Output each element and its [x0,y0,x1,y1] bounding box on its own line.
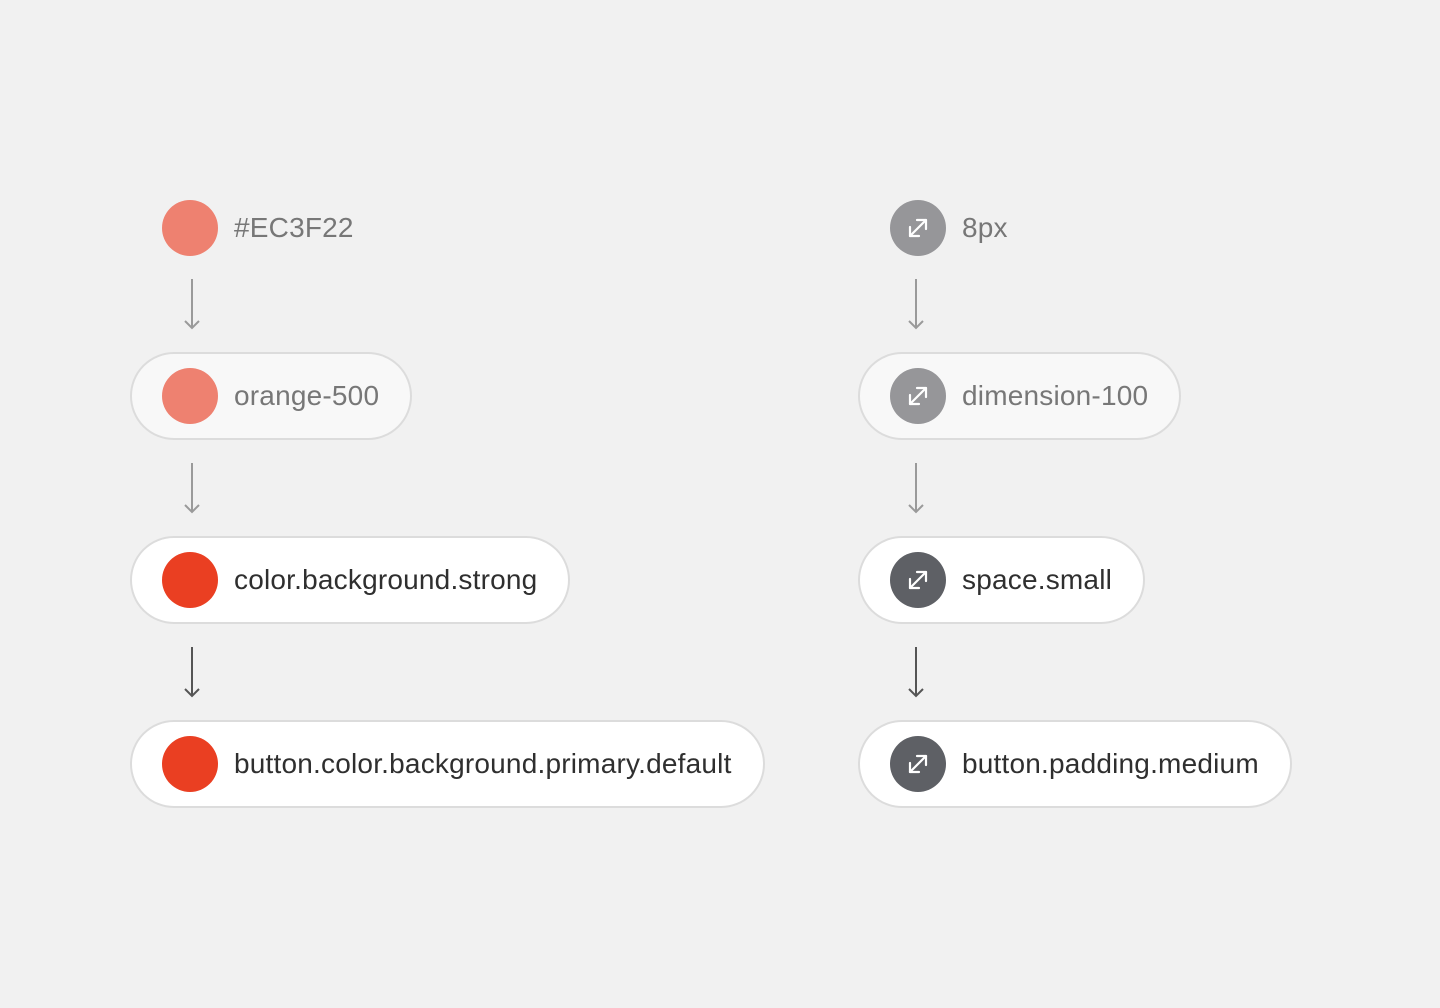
arrow-down-icon [908,463,924,514]
orange-swatch-icon [162,200,218,256]
arrow-down-icon [184,279,200,330]
arrow-down-icon [184,463,200,514]
spacing-raw-value-node: 8px [890,184,1008,272]
resize-diagonal-icon [890,552,946,608]
color-primitive-token-label: orange-500 [234,380,380,411]
spacing-semantic-token-label: space.small [962,564,1113,595]
orange-swatch-icon [162,736,218,792]
resize-diagonal-icon [890,736,946,792]
spacing-primitive-token-pill[interactable]: dimension-100 [858,352,1182,440]
spacing-component-token-label: button.padding.medium [962,748,1259,779]
arrow-down-icon [908,279,924,330]
orange-swatch-icon [162,552,218,608]
spacing-raw-value-label: 8px [962,212,1008,243]
color-semantic-token-label: color.background.strong [234,564,538,595]
resize-diagonal-icon [890,368,946,424]
spacing-primitive-token-label: dimension-100 [962,380,1149,411]
spacing-component-token-pill[interactable]: button.padding.medium [858,720,1292,808]
arrow-down-icon [184,647,200,698]
color-component-token-label: button.color.background.primary.default [234,748,732,779]
color-component-token-pill[interactable]: button.color.background.primary.default [130,720,765,808]
orange-swatch-icon [162,368,218,424]
arrow-down-icon [908,647,924,698]
spacing-semantic-token-pill[interactable]: space.small [858,536,1146,624]
resize-diagonal-icon [890,200,946,256]
color-primitive-token-pill[interactable]: orange-500 [130,352,413,440]
color-semantic-token-pill[interactable]: color.background.strong [130,536,571,624]
color-raw-value-node: #EC3F22 [162,184,354,272]
color-raw-value-label: #EC3F22 [234,212,354,243]
